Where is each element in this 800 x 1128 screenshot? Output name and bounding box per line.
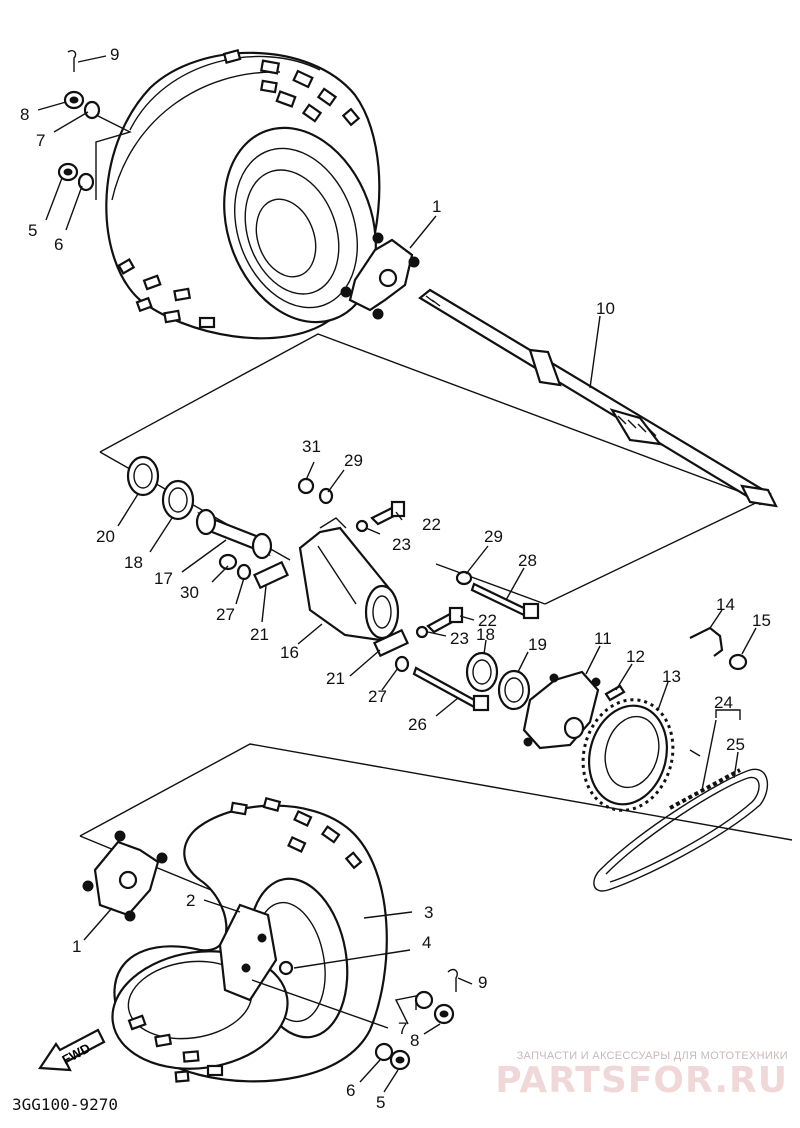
watermark-logo: PARTSFOR.RU <box>495 1060 788 1101</box>
upper-wheel-hub <box>340 232 420 320</box>
callout-28: 28 <box>518 551 537 570</box>
callout-8: 8 <box>410 1031 419 1050</box>
callout-31: 31 <box>302 437 321 456</box>
callout-24: 24 <box>714 693 733 712</box>
rear-sprocket <box>581 698 675 812</box>
callout-18: 18 <box>476 625 495 644</box>
callout-27: 27 <box>216 605 235 624</box>
callout-6: 6 <box>54 235 63 254</box>
callout-9: 9 <box>478 973 487 992</box>
callout-26: 26 <box>408 715 427 734</box>
tread-pattern <box>117 48 361 329</box>
callout-12: 12 <box>626 647 645 666</box>
callout-23: 23 <box>392 535 411 554</box>
callout-5: 5 <box>376 1093 385 1112</box>
callout-10: 10 <box>596 299 615 318</box>
callout-7: 7 <box>36 131 45 150</box>
callout-15: 15 <box>752 611 771 630</box>
rear-axle <box>418 288 778 508</box>
callout-6: 6 <box>346 1081 355 1100</box>
callout-22: 22 <box>422 515 441 534</box>
watermark-caption: ЗАПЧАСТИ И АКСЕССУАРЫ ДЛЯ МОТОТЕХНИКИ <box>516 1050 788 1062</box>
callout-2: 2 <box>186 891 195 910</box>
watermark: ЗАПЧАСТИ И АКСЕССУАРЫ ДЛЯ МОТОТЕХНИКИ PA… <box>495 1050 788 1100</box>
callout-25: 25 <box>726 735 745 754</box>
axle-housing-parts <box>126 455 540 712</box>
callout-1: 1 <box>72 937 81 956</box>
callout-22: 22 <box>478 611 497 630</box>
callout-16: 16 <box>280 643 299 662</box>
callout-18: 18 <box>124 553 143 572</box>
callout-27: 27 <box>368 687 387 706</box>
callout-21: 21 <box>326 669 345 688</box>
chain-joint <box>689 626 748 671</box>
assembly-outline <box>79 333 793 907</box>
drawing-code: 3GG100-9270 <box>12 1095 118 1114</box>
callout-7: 7 <box>398 1019 407 1038</box>
callout-30: 30 <box>180 583 199 602</box>
callout-13: 13 <box>662 667 681 686</box>
upper-rear-wheel <box>105 48 381 340</box>
callout-20: 20 <box>96 527 115 546</box>
lower-rear-wheel <box>111 796 388 1083</box>
callout-4: 4 <box>422 933 431 952</box>
sprocket-hub <box>522 670 601 750</box>
callout-29: 29 <box>344 451 363 470</box>
lower-wheel-hub <box>82 830 168 922</box>
callout-19: 19 <box>528 635 547 654</box>
callout-5: 5 <box>28 221 37 240</box>
fwd-arrow: FWD <box>38 1028 106 1072</box>
lower-fasteners <box>374 968 458 1071</box>
stud <box>604 684 626 702</box>
drive-chain <box>593 768 769 892</box>
callout-17: 17 <box>154 569 173 588</box>
callout-9: 9 <box>110 45 119 64</box>
fwd-label: FWD <box>60 1040 93 1067</box>
lower-tread-pattern <box>127 796 363 1083</box>
callout-21: 21 <box>250 625 269 644</box>
callout-11: 11 <box>594 629 612 648</box>
callout-numbers: 9 8 7 5 6 1 10 31 29 20 18 22 23 17 30 2… <box>20 45 771 1112</box>
callout-1: 1 <box>432 197 441 216</box>
callout-14: 14 <box>716 595 735 614</box>
upper-fasteners <box>57 49 101 192</box>
callout-3: 3 <box>424 903 433 922</box>
leader-lines <box>37 55 757 1093</box>
callout-29: 29 <box>484 527 503 546</box>
callout-8: 8 <box>20 105 29 124</box>
callout-23: 23 <box>450 629 469 648</box>
